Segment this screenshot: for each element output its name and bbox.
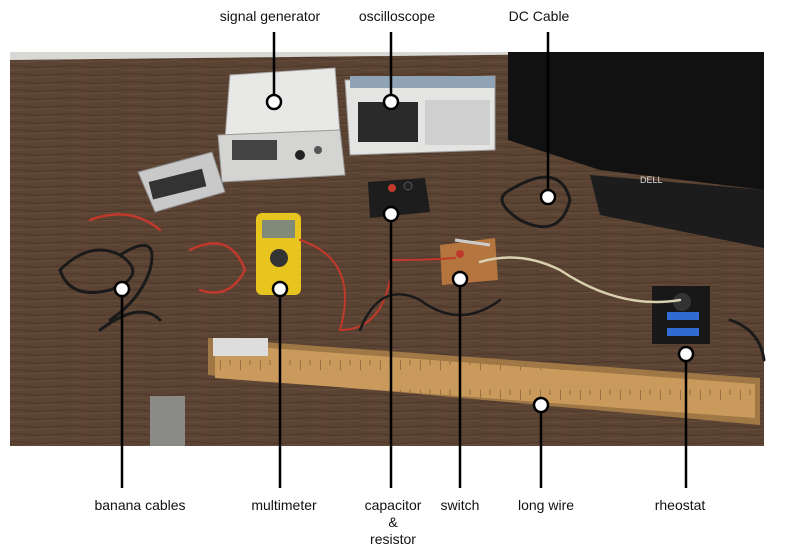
label-oscilloscope: oscilloscope [358,8,436,24]
label-long-wire: long wire [517,497,575,513]
label-rheostat: rheostat [654,497,706,513]
rheostat-device [652,286,710,344]
marker-signal-generator [265,93,283,111]
marker-oscilloscope [382,93,400,111]
cables [58,175,766,362]
keyboard [590,175,764,248]
marker-capacitor [382,205,400,223]
marker-banana-cables [113,280,131,298]
svg-text:DELL: DELL [640,175,663,185]
label-multimeter: multimeter [251,497,317,513]
meter-stick-board [208,338,760,425]
label-capacitor-line2: & [388,514,398,530]
switch-box [440,238,498,285]
label-switch: switch [440,497,480,513]
label-capacitor-resistor: capacitor & resistor [365,497,422,548]
multimeter-device [256,213,301,295]
marker-long-wire [532,396,550,414]
markers [113,93,695,414]
digital-display-unit [137,151,226,213]
oscilloscope-device [344,75,496,156]
signal-generator-device [217,67,346,183]
marker-rheostat [677,345,695,363]
computer-monitor: DELL [508,52,764,248]
label-capacitor-line1: capacitor [364,497,422,513]
label-signal-generator: signal generator [219,8,321,24]
marker-dc-cable [539,188,557,206]
capacitor-board [368,178,430,218]
marker-switch [451,270,469,288]
label-dc-cable: DC Cable [508,8,570,24]
table-leg [150,396,185,446]
leader-lines [120,32,688,488]
label-capacitor-line3: resistor [370,531,416,547]
label-banana-cables: banana cables [94,497,186,513]
marker-multimeter [271,280,289,298]
